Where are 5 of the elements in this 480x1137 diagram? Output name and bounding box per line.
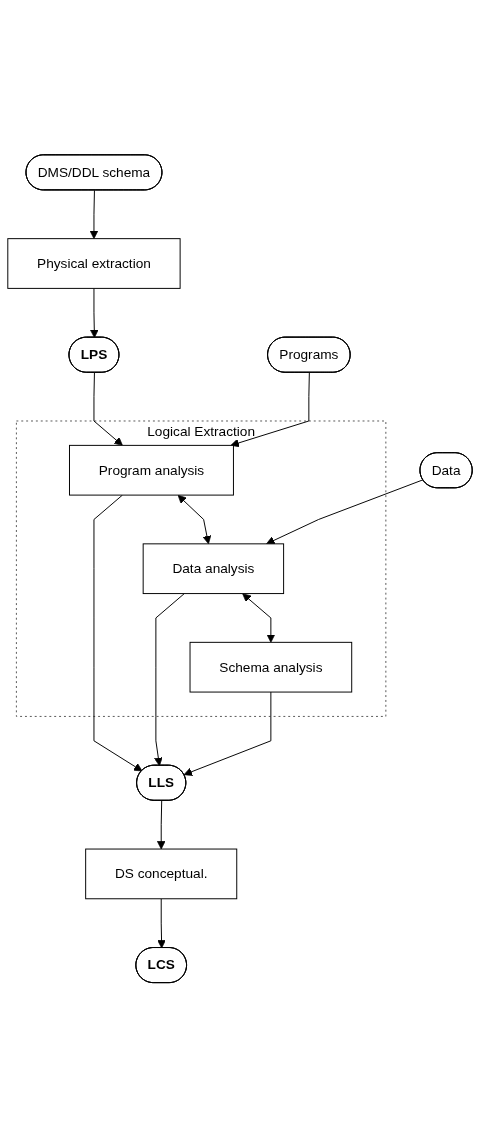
node-box: Data analysis <box>142 543 285 594</box>
node-box: Schema analysis <box>189 641 353 693</box>
node-box: Physical extraction <box>7 237 181 289</box>
node-box: DS conceptual. <box>85 848 238 900</box>
node-box: Program analysis <box>69 444 234 496</box>
